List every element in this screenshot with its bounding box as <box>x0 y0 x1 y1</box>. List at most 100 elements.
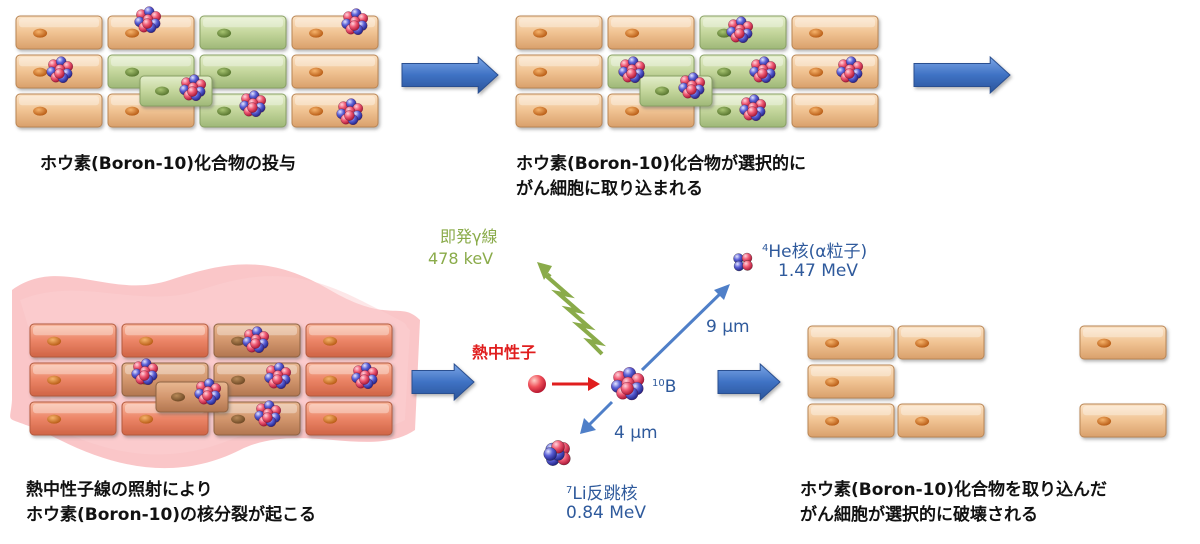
step2-caption-line1: ホウ素(Boron-10)化合物が選択的に <box>516 154 807 174</box>
cell-nucleus <box>323 414 338 424</box>
li-range: 4 μm <box>614 423 658 443</box>
cell-nucleus <box>717 67 732 77</box>
boron-atom-icon <box>134 6 161 33</box>
normal-cell <box>897 325 985 360</box>
cell-nucleus <box>717 106 732 116</box>
normal-cell <box>515 93 603 128</box>
cell-nucleus <box>533 67 548 77</box>
cell-nucleus <box>915 416 930 426</box>
boron-atom-icon <box>351 362 378 389</box>
step1-caption-line: ホウ素(Boron-10)化合物の投与 <box>40 154 297 174</box>
normal-cell <box>305 401 393 436</box>
cell-nucleus <box>33 67 48 77</box>
cell-nucleus <box>655 86 669 96</box>
boron-atom-icon <box>336 98 363 125</box>
cell-nucleus <box>625 106 640 116</box>
gamma-ray-icon <box>537 262 607 356</box>
he-range: 9 μm <box>706 317 750 337</box>
normal-cell <box>515 54 603 89</box>
cell-nucleus <box>33 106 48 116</box>
normal-cell <box>807 364 895 399</box>
li-energy: 0.84 MeV <box>566 503 647 523</box>
normal-cell <box>291 54 379 89</box>
cell-nucleus <box>825 416 840 426</box>
normal-cell <box>897 403 985 438</box>
cell-nucleus <box>231 375 246 385</box>
step-arrow-icon <box>401 55 499 95</box>
cell-nucleus <box>125 67 140 77</box>
step4-caption-line2: がん細胞が選択的に破壊される <box>800 505 1038 525</box>
boron-atom-icon <box>739 94 766 121</box>
boron-label: 10B <box>652 373 676 398</box>
cell-nucleus <box>309 28 324 38</box>
boron-atom-icon <box>264 362 291 389</box>
cell-nucleus <box>217 67 232 77</box>
he-mass: 4 <box>762 243 769 254</box>
cell-nucleus <box>309 67 324 77</box>
cell-nucleus <box>231 414 246 424</box>
normal-cell <box>29 362 117 397</box>
cell-nucleus <box>217 28 232 38</box>
boron-atom-icon <box>194 378 221 405</box>
step-arrow-icon <box>913 55 1011 95</box>
cell-nucleus <box>171 392 185 402</box>
boron-atom-icon <box>678 72 705 99</box>
neutron-icon <box>528 375 546 393</box>
he-energy: 1.47 MeV <box>778 261 859 281</box>
step2-caption: ホウ素(Boron-10)化合物が選択的に がん細胞に取り込まれる <box>516 152 806 202</box>
cell-nucleus <box>47 336 62 346</box>
neutron-arrow-icon <box>552 377 600 391</box>
normal-cell <box>807 403 895 438</box>
normal-cell <box>1079 403 1167 438</box>
boron-atom-icon <box>618 56 645 83</box>
normal-cell <box>305 323 393 358</box>
cell-nucleus <box>1097 416 1112 426</box>
normal-cell <box>791 15 879 50</box>
boron-mass: 10 <box>652 378 665 389</box>
cell-nucleus <box>139 336 154 346</box>
step4-caption-line1: ホウ素(Boron-10)化合物を取り込んだ <box>800 480 1108 500</box>
gamma-energy: 478 keV <box>428 249 494 268</box>
cell-nucleus <box>125 106 140 116</box>
neutron-label: 熱中性子 <box>472 343 537 362</box>
boron-atom-icon <box>341 8 368 35</box>
normal-cell <box>29 401 117 436</box>
lithium-nucleus-icon <box>543 440 571 466</box>
cell-nucleus <box>825 338 840 348</box>
cell-nucleus <box>809 106 824 116</box>
cell-nucleus <box>323 336 338 346</box>
step4-caption: ホウ素(Boron-10)化合物を取り込んだ がん細胞が選択的に破壊される <box>800 478 1107 528</box>
cell-nucleus <box>217 106 232 116</box>
li-name: Li反跳核 <box>572 484 638 504</box>
boron-atom-icon <box>131 358 158 385</box>
cell-nucleus <box>625 28 640 38</box>
boron-atom-icon <box>239 90 266 117</box>
boron-atom-icon <box>726 16 753 43</box>
cell-nucleus <box>33 28 48 38</box>
cell-nucleus <box>47 375 62 385</box>
normal-cell <box>15 15 103 50</box>
cell-nucleus <box>323 375 338 385</box>
boron-10-nucleus-icon <box>611 367 645 401</box>
boron-symbol: B <box>664 377 677 397</box>
normal-cell <box>121 323 209 358</box>
normal-cell <box>29 323 117 358</box>
normal-cell <box>305 362 393 397</box>
normal-cell <box>291 93 379 128</box>
boron-atom-icon <box>254 400 281 427</box>
li-mass: 7 <box>566 485 573 496</box>
cell-nucleus <box>47 414 62 424</box>
cell-nucleus <box>533 106 548 116</box>
normal-cell <box>1079 325 1167 360</box>
helium-nucleus-icon <box>733 252 753 272</box>
normal-cell <box>791 54 879 89</box>
cell-nucleus <box>809 28 824 38</box>
boron-atom-icon <box>836 56 863 83</box>
step-arrow-icon <box>411 362 475 402</box>
boron-atom-icon <box>179 74 206 101</box>
step2-caption-line2: がん細胞に取り込まれる <box>516 179 703 199</box>
cell-nucleus <box>915 338 930 348</box>
cell-nucleus <box>125 28 140 38</box>
